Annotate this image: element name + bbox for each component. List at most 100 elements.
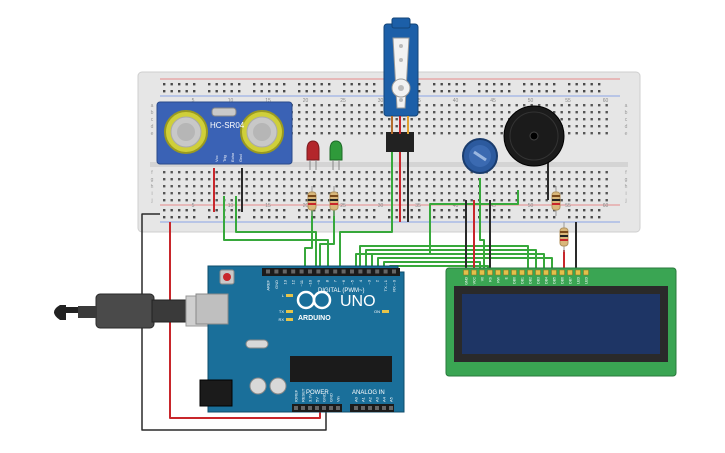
servo-motor: [383, 17, 419, 152]
ultrasonic-pin-label: Vcc: [214, 155, 219, 162]
arduino-power-pin-label: GND: [329, 393, 334, 402]
arduino-analog-label: ANALOG IN: [352, 390, 385, 396]
breadboard-column-number: 50: [528, 203, 534, 209]
arduino-digital-pin-label: ~10: [308, 279, 313, 287]
breadboard-row-letter: c: [625, 117, 628, 123]
ultrasonic-pin-label: Echo: [230, 152, 235, 162]
ultrasonic-crystal: [211, 107, 237, 117]
resistor-buzzer: [551, 186, 561, 216]
breadboard-column-number: 25: [340, 203, 346, 209]
breadboard-row-letter: b: [625, 110, 628, 116]
breadboard-row-letter: f: [151, 170, 153, 176]
breadboard-column-number: 5: [192, 203, 195, 209]
lcd-db4-wire: [371, 253, 545, 270]
arduino-crystal: [245, 339, 269, 349]
lcd-pin-label: V0: [481, 277, 485, 281]
breadboard-column-number: 60: [603, 98, 609, 104]
breadboard-column-number: 55: [565, 203, 571, 209]
red-led-wire: [304, 210, 313, 268]
breadboard-column-number: 40: [453, 203, 459, 209]
resistor-lcd-backlight: [559, 222, 569, 252]
ultrasonic-echo-wire: [235, 196, 317, 268]
red-led: [306, 140, 320, 170]
arduino-uno: UNO ARDUINO DIGITAL (PWM~) POWER ANALOG …: [195, 265, 405, 413]
arduino-digital-pin-label: ~5: [350, 279, 355, 284]
arduino-power-pin-label: RESET: [301, 388, 306, 402]
lcd-pin-label: DB6: [561, 277, 565, 284]
lcd-pin-label: GND: [465, 277, 469, 285]
arduino-digital-pin-label: 4: [358, 279, 363, 282]
resistor-red-led: [307, 186, 317, 216]
lcd-pin-label: VCC: [473, 277, 477, 285]
lcd-pin-label: DB3: [537, 277, 541, 284]
lcd-pin-label: DB2: [529, 277, 533, 284]
arduino-digital-header: [262, 268, 400, 276]
breadboard-column-number: 10: [228, 98, 234, 104]
breadboard-center-channel: [150, 162, 628, 167]
arduino-usb-port: [195, 293, 229, 325]
arduino-digital-pin-label: 8: [324, 279, 329, 282]
arduino-analog-pin-label: A5: [389, 396, 394, 402]
arduino-model-label: UNO: [340, 293, 376, 310]
arduino-digital-pin-label: 2: [375, 279, 380, 282]
lcd-pin-label: DB5: [553, 277, 557, 284]
rail-ground-black-wire: [141, 213, 327, 431]
ultrasonic-pin-label: Gnd: [238, 154, 243, 162]
lcd-e-wire: [365, 249, 537, 270]
lcd-pin-label: LED: [577, 277, 581, 284]
breadboard-column-number: 15: [265, 203, 271, 209]
arduino-status-led-label: TX: [279, 309, 284, 314]
breadboard-row-letter: j: [624, 198, 626, 204]
green-led-wire: [319, 210, 335, 268]
lcd-pin-label: RS: [489, 276, 493, 282]
arduino-digital-pin-label: TX→1: [383, 279, 388, 291]
arduino-power-pin-label: IOREF: [294, 389, 299, 402]
breadboard-column-number: 40: [453, 98, 459, 104]
arduino-digital-pin-label: AREF: [266, 279, 271, 290]
pot-wiper-wire: [479, 178, 485, 270]
breadboard-column-number: 20: [303, 203, 309, 209]
arduino-digital-pin-label: ~11: [299, 279, 304, 286]
breadboard-row-letter: e: [151, 131, 154, 137]
resistors: [307, 186, 569, 252]
breadboard-row-letter: j: [150, 198, 152, 204]
potentiometer: [462, 138, 498, 174]
arduino-analog-pin-label: A2: [368, 396, 373, 402]
arduino-capacitors: [249, 377, 287, 395]
arduino-power-pin-label: Vin: [336, 396, 341, 402]
ultrasonic-label: HC-SR04: [210, 121, 245, 130]
ultrasonic-pin-label: Trig: [222, 155, 227, 162]
breadboard-column-number: 45: [490, 203, 496, 209]
arduino-status-led-label: L: [282, 293, 285, 298]
arduino-brand-label: ARDUINO: [298, 315, 331, 322]
breadboard-column-number: 55: [565, 98, 571, 104]
servo-signal-wire: [339, 150, 393, 268]
arduino-digital-pin-label: ~3: [366, 279, 371, 284]
lcd-screen: [462, 294, 660, 354]
arduino-analog-pin-label: A0: [354, 396, 359, 402]
breadboard-row-letter: d: [625, 124, 628, 130]
arduino-digital-label: DIGITAL (PWM~): [318, 288, 365, 294]
arduino-digital-pin-label: 13: [282, 279, 287, 284]
lcd-pin-label: LED: [585, 277, 589, 284]
arduino-status-led-label: RX: [278, 317, 284, 322]
breadboard-row-letter: f: [625, 170, 627, 176]
arduino-chip: [290, 356, 392, 382]
breadboard-row-letter: i: [625, 191, 626, 197]
arduino-power-jack: [199, 379, 233, 407]
breadboard-column-number: 25: [340, 98, 346, 104]
arduino-status-led: [286, 294, 293, 297]
arduino-digital-pin-label: 7: [333, 279, 338, 282]
arduino-logo: [296, 290, 332, 310]
arduino-status-led-label: ON: [374, 309, 380, 314]
servo-horn: [391, 37, 411, 109]
lcd-pin-label: DB7: [569, 277, 573, 284]
ultrasonic-left-transducer: [164, 110, 208, 154]
lcd-pin-label: DB4: [545, 277, 549, 284]
arduino-status-led: [286, 318, 293, 321]
arduino-digital-pin-label: ~6: [341, 279, 346, 284]
breadboard-row-letter: e: [625, 131, 628, 137]
